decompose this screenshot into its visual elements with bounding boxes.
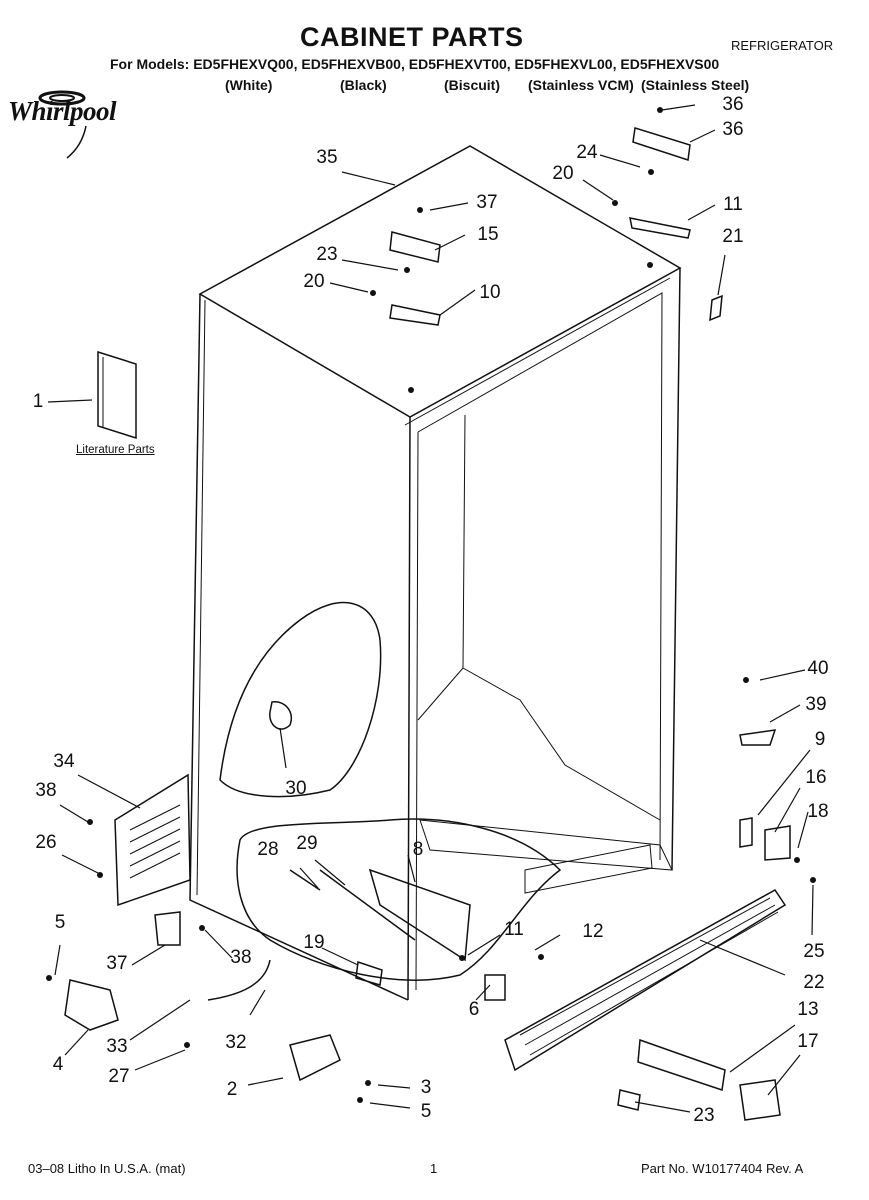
appliance-category: REFRIGERATOR (731, 38, 834, 53)
page-title: CABINET PARTS (300, 22, 524, 52)
callout-24: 23 (693, 1105, 715, 1126)
model-color: (White) (225, 77, 273, 93)
callout-1: 1 (32, 391, 44, 412)
upper-hinge-right (630, 218, 690, 238)
callout-29: 29 (296, 833, 318, 854)
model-color: (Stainless VCM) (528, 77, 634, 93)
leveling-roller (65, 980, 118, 1030)
callout-28: 28 (257, 839, 279, 860)
lower-hinge (765, 826, 790, 860)
bracket (155, 912, 180, 945)
callout-9: 9 (814, 729, 826, 750)
upper-hinge-left (390, 305, 440, 325)
callout-26: 26 (35, 832, 57, 853)
grommet (270, 702, 292, 729)
bracket-small (485, 975, 505, 1000)
callout-22: 22 (803, 972, 825, 993)
toe-grille (505, 890, 785, 1070)
screw-clip (710, 296, 722, 320)
callout-19: 19 (303, 932, 325, 953)
literature-parts-label: Literature Parts (76, 444, 155, 456)
whirlpool-swirl-logo-icon (38, 90, 87, 159)
model-color: (Stainless Steel) (641, 77, 750, 93)
water-filter (638, 1040, 725, 1090)
print-info: 03–08 Litho In U.S.A. (mat) (28, 1161, 186, 1176)
callout-5: 5 (54, 912, 66, 933)
brand-logo: Whirlpool (8, 96, 117, 126)
front-frame-right (672, 268, 680, 870)
front-frame-left (408, 417, 410, 1000)
callout-20: 20 (552, 163, 574, 184)
callout-31: 32 (225, 1032, 247, 1053)
upper-hinge-cover-left (390, 232, 440, 262)
clip (356, 962, 382, 985)
callout-4: 4 (52, 1054, 64, 1075)
callout-37: 37 (106, 953, 128, 974)
filter-cap (618, 1090, 640, 1110)
callout-11: 13 (797, 999, 819, 1020)
drain-tube (208, 960, 270, 1000)
callout-23: 24 (576, 142, 598, 163)
callout-32: 33 (106, 1036, 128, 1057)
callout-18: 18 (807, 801, 829, 822)
callout-16: 16 (805, 767, 827, 788)
callout-30: 30 (285, 778, 307, 799)
callout-23: 23 (316, 244, 338, 265)
callout-12: 10 (479, 282, 501, 303)
callout-10: 11 (504, 919, 524, 940)
callout-35: 36 (722, 119, 744, 140)
literature-booklet (98, 352, 136, 438)
part-number: Part No. W10177404 Rev. A (641, 1161, 804, 1176)
cabinet-left-side (190, 294, 408, 1000)
callout-20: 20 (303, 271, 325, 292)
callout-25: 25 (803, 941, 825, 962)
callout-39: 39 (805, 694, 827, 715)
callout-6: 6 (468, 999, 480, 1020)
model-list: For Models: ED5FHEXVQ00, ED5FHEXVB00, ED… (110, 56, 720, 72)
model-color: (Black) (340, 77, 387, 93)
cabinet-top (200, 146, 680, 417)
filter-cover (740, 1080, 780, 1120)
callout-15: 15 (477, 224, 499, 245)
callout-14: 12 (582, 921, 604, 942)
callout-36: 36 (722, 94, 744, 115)
model-color: (Biscuit) (444, 77, 500, 93)
rods (290, 870, 415, 940)
hinge-bracket (740, 730, 775, 745)
callout-33: 34 (53, 751, 75, 772)
callout-5: 5 (420, 1101, 432, 1122)
upper-hinge-cover-right (633, 128, 690, 160)
callout-38: 38 (35, 780, 57, 801)
callout-3: 3 (420, 1077, 432, 1098)
callout-13: 11 (723, 194, 743, 215)
callout-21: 21 (722, 226, 744, 247)
rear-access-panel (115, 775, 190, 905)
callout-2: 2 (226, 1079, 238, 1100)
callout-38: 38 (230, 947, 252, 968)
callout-27: 27 (108, 1066, 130, 1087)
spacer (740, 818, 752, 847)
page-number: 1 (430, 1161, 438, 1176)
callout-17: 17 (797, 1031, 819, 1052)
lower-hinge-left (290, 1035, 340, 1080)
water-valve (370, 870, 470, 960)
callout-34: 35 (316, 147, 338, 168)
callout-8: 8 (412, 839, 424, 860)
callout-36: 37 (476, 192, 498, 213)
callout-40: 40 (807, 658, 829, 679)
